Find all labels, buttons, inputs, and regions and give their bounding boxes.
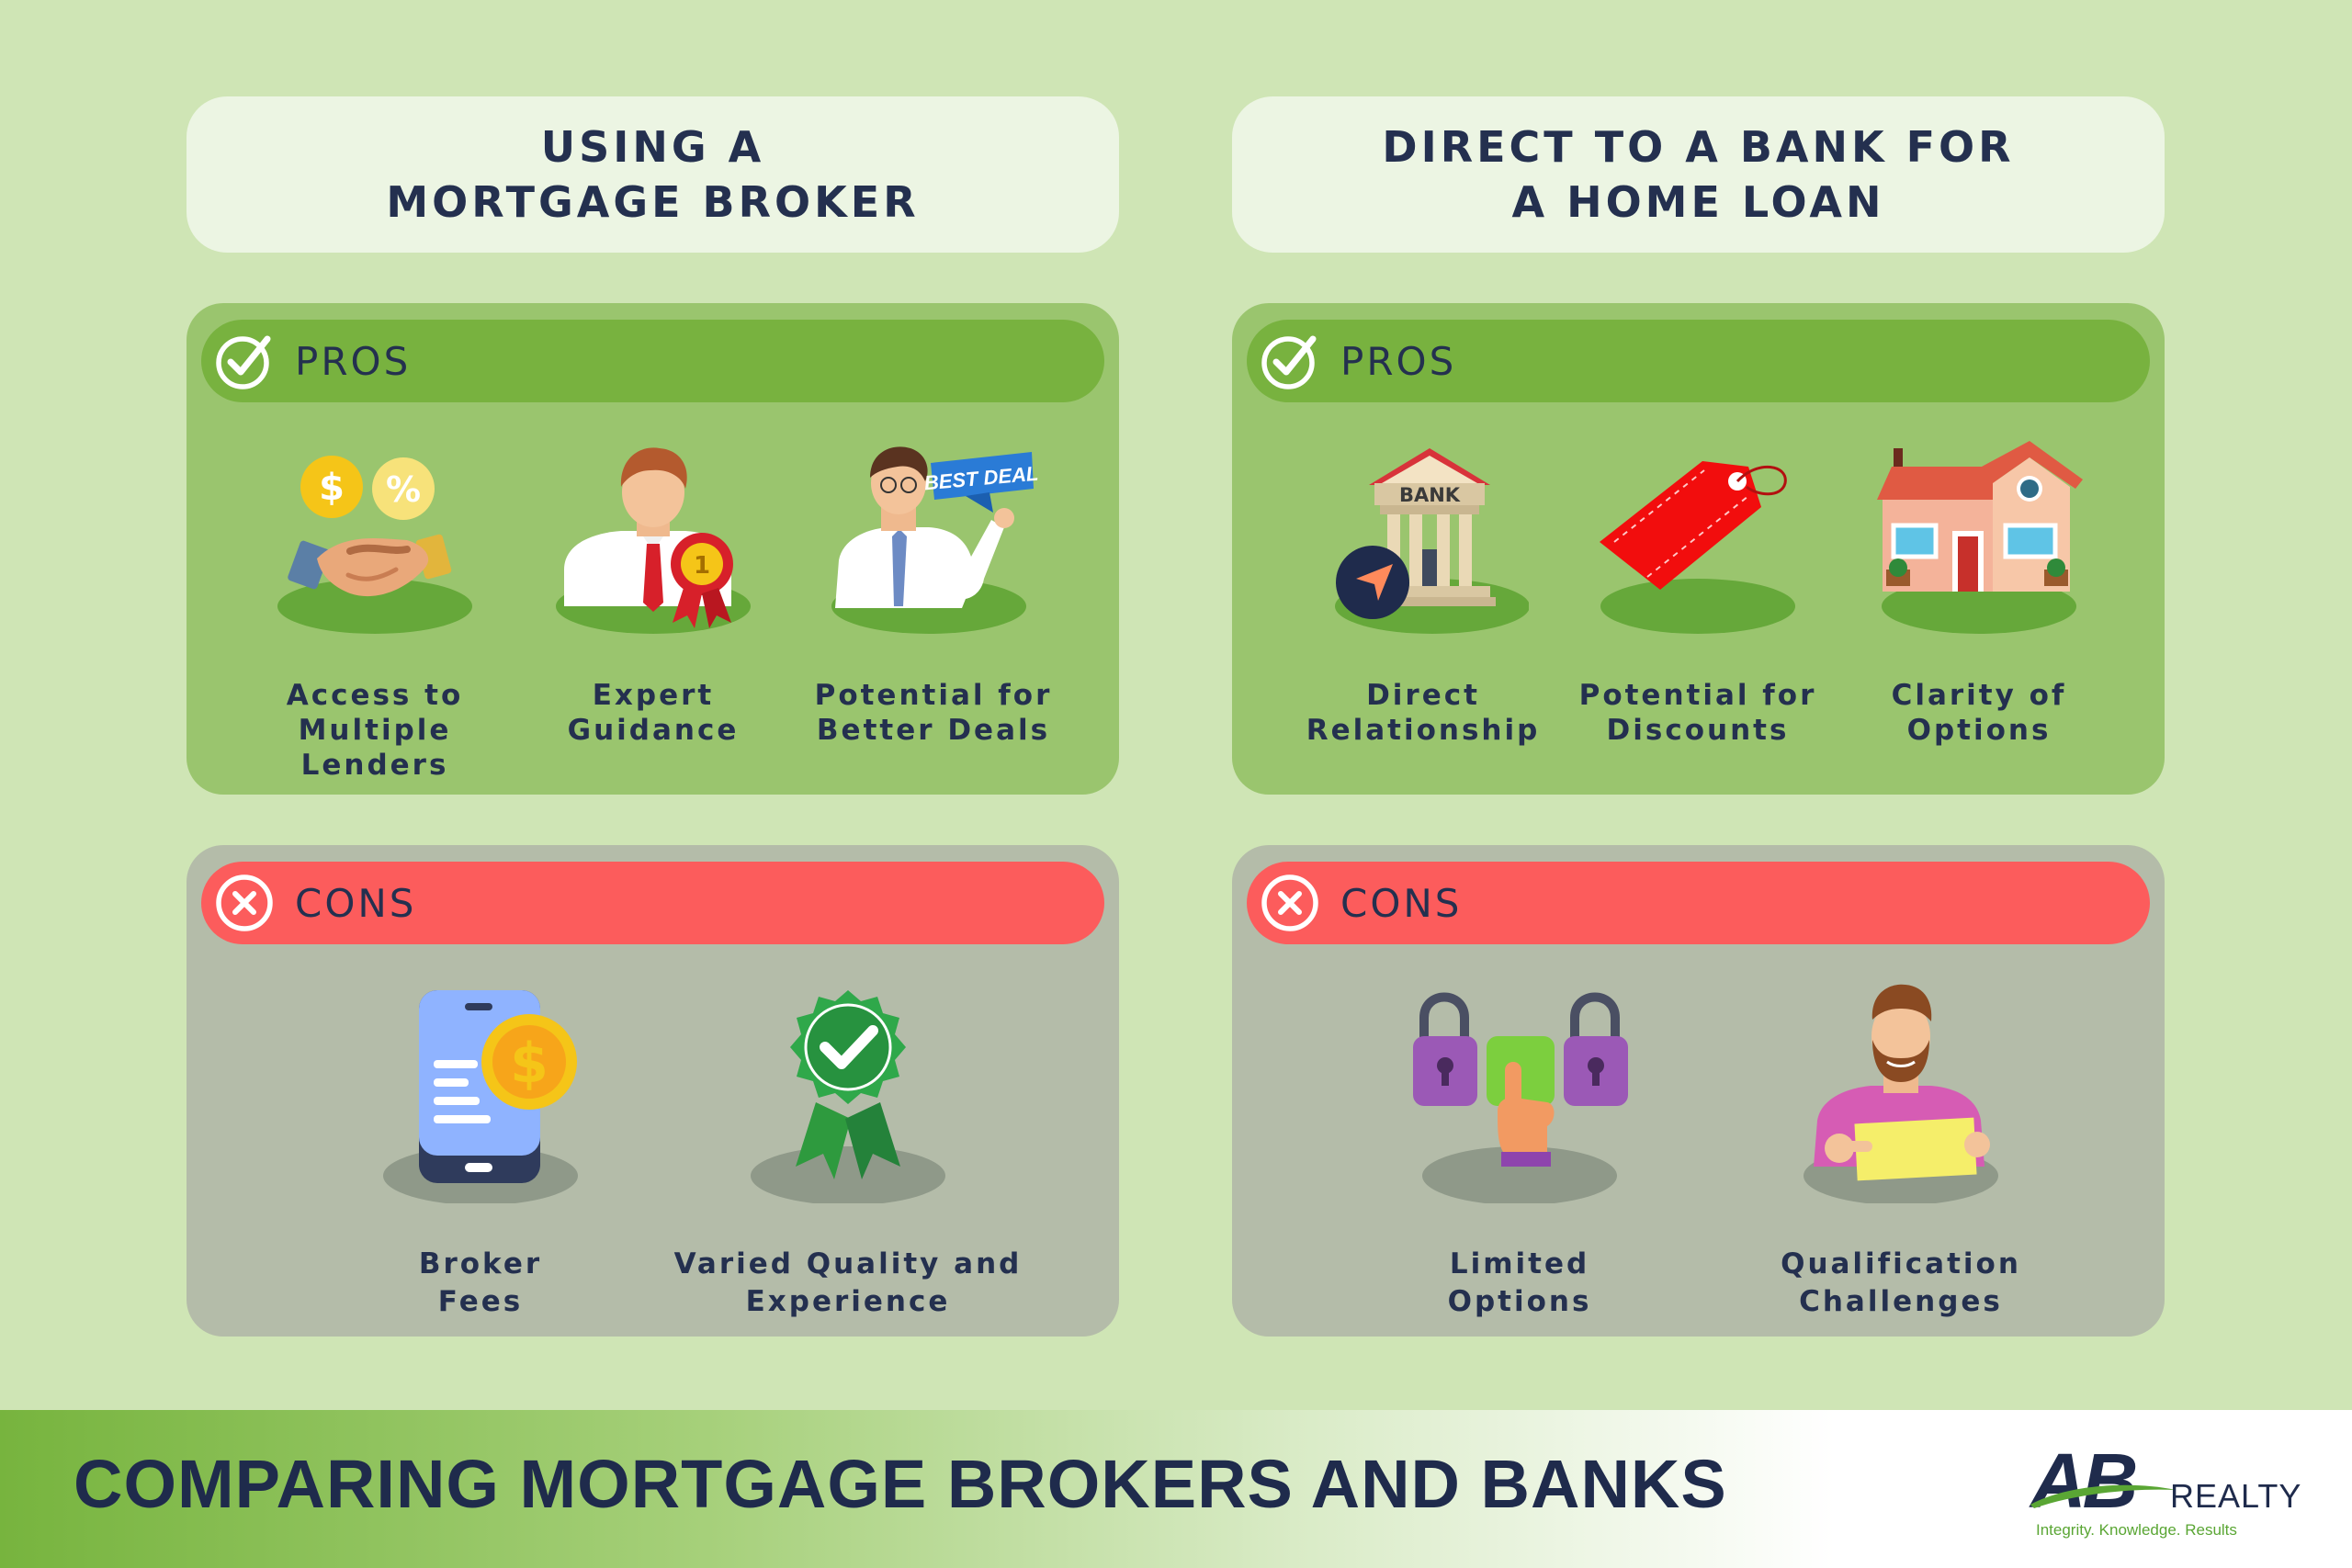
list-item: 1 Expert Guidance: [497, 441, 809, 748]
label-line-1: Limited: [1449, 1247, 1590, 1280]
label-line-1: Broker: [418, 1247, 543, 1280]
handshake-icon: $ %: [277, 456, 472, 634]
x-circle-icon: [1261, 874, 1318, 931]
logo-mark: AB: [2030, 1438, 2138, 1524]
footer-banner: COMPARING MORTGAGE BROKERS AND BANKS AB …: [0, 1410, 2352, 1568]
broker-cons-item-label: Broker Fees: [324, 1246, 637, 1321]
bank-pros-item-label: Direct Relationship: [1267, 678, 1579, 748]
house-icon: [1877, 441, 2083, 634]
bank-pros-label: PROS: [1340, 338, 1457, 384]
label-line-1: Varied Quality and: [673, 1247, 1023, 1280]
label-line-1: Potential for: [1578, 679, 1817, 712]
list-item: $ % Access to Multiple Lenders: [219, 441, 531, 783]
bank-cons-panel: CONS: [1232, 845, 2165, 1337]
bank-sign: BANK: [1399, 484, 1461, 506]
bank-building-icon: BANK: [1335, 448, 1529, 634]
list-item: $ Broker Fees: [324, 983, 637, 1321]
broker-cons-item-label: Varied Quality and Experience: [655, 1246, 1041, 1321]
broker-pros-panel: PROS $ % Access to Mu: [187, 303, 1119, 795]
logo-word: REALTY: [2170, 1477, 2302, 1515]
broker-heading-card: USING A MORTGAGE BROKER: [187, 96, 1119, 253]
list-item: Clarity of Options: [1823, 441, 2135, 748]
label-line-2: Experience: [745, 1285, 951, 1318]
best-deal-icon: BEST DEAL: [831, 446, 1039, 634]
logo-swoosh-icon: [2030, 1484, 2176, 1508]
bank-heading-line-2: A HOME LOAN: [1511, 177, 1885, 227]
broker-pros-item-label: Potential for Better Deals: [777, 678, 1090, 748]
rosette-check-icon: [751, 990, 945, 1203]
broker-cons-bar: CONS: [201, 862, 1104, 944]
label-line-2: Multiple Lenders: [298, 714, 452, 782]
bank-cons-label: CONS: [1340, 880, 1463, 926]
bank-pros-bar: PROS: [1247, 320, 2150, 402]
broker-cons-items: $ Broker Fees Varied Quality: [187, 983, 1119, 1323]
bank-cons-item-label: Qualification Challenges: [1717, 1246, 2085, 1321]
list-item: BANK Direct Relationship: [1267, 441, 1579, 748]
list-item: Varied Quality and Experience: [655, 983, 1041, 1321]
x-circle-icon: [216, 874, 273, 931]
label-line-1: Expert: [592, 679, 715, 712]
page-title: COMPARING MORTGAGE BROKERS AND BANKS: [74, 1446, 1727, 1522]
broker-pros-bar: PROS: [201, 320, 1104, 402]
check-circle-icon: [1261, 335, 1317, 389]
label-line-2: Fees: [437, 1285, 524, 1318]
check-circle-icon: [216, 335, 271, 389]
bank-cons-item-label: Limited Options: [1363, 1246, 1676, 1321]
label-line-2: Options: [1447, 1285, 1592, 1318]
man-with-sign-icon: [1804, 984, 1998, 1203]
label-line-1: Access to: [286, 679, 464, 712]
broker-heading-line-2: MORTGAGE BROKER: [386, 177, 920, 227]
broker-cons-panel: CONS $ B: [187, 845, 1119, 1337]
bank-pros-panel: PROS BANK: [1232, 303, 2165, 795]
label-line-2: Options: [1906, 714, 2052, 747]
label-line-2: Challenges: [1799, 1285, 2003, 1318]
broker-pros-items: $ % Access to Multiple Lenders: [187, 441, 1119, 783]
bank-heading-line-1: DIRECT TO A BANK FOR: [1382, 122, 2015, 172]
svg-text:%: %: [386, 469, 421, 510]
list-item: Limited Options: [1363, 983, 1676, 1321]
padlocks-icon: [1413, 992, 1628, 1203]
svg-text:1: 1: [694, 552, 710, 580]
bank-pros-item-label: Clarity of Options: [1823, 678, 2135, 748]
bank-pros-items: BANK Direct Relationship: [1232, 441, 2165, 781]
label-line-1: Potential for: [814, 679, 1053, 712]
bank-column: DIRECT TO A BANK FOR A HOME LOAN PROS BA…: [1232, 96, 2165, 1337]
logo-tagline: Integrity. Knowledge. Results: [2036, 1521, 2237, 1539]
broker-pros-item-label: Expert Guidance: [497, 678, 809, 748]
broker-column: USING A MORTGAGE BROKER PROS $ %: [187, 96, 1119, 1337]
list-item: BEST DEAL Potential for Better Deals: [777, 441, 1090, 748]
broker-heading-line-1: USING A: [540, 122, 765, 172]
label-line-2: Relationship: [1306, 714, 1541, 747]
bank-pros-item-label: Potential for Discounts: [1542, 678, 1854, 748]
phone-coin-icon: $: [383, 990, 578, 1203]
list-item: Qualification Challenges: [1717, 983, 2085, 1321]
broker-pros-label: PROS: [295, 338, 412, 384]
label-line-2: Guidance: [567, 714, 740, 747]
price-tag-icon: [1600, 461, 1795, 634]
svg-text:$: $: [319, 467, 345, 509]
list-item: Potential for Discounts: [1542, 441, 1854, 748]
ab-realty-logo: AB REALTY Integrity. Knowledge. Results: [2030, 1442, 2306, 1543]
svg-text:$: $: [510, 1032, 548, 1096]
label-line-2: Discounts: [1606, 714, 1790, 747]
label-line-1: Direct: [1366, 679, 1480, 712]
label-line-2: Better Deals: [816, 714, 1051, 747]
bank-heading-card: DIRECT TO A BANK FOR A HOME LOAN: [1232, 96, 2165, 253]
broker-pros-item-label: Access to Multiple Lenders: [219, 678, 531, 783]
bank-cons-bar: CONS: [1247, 862, 2150, 944]
label-line-1: Clarity of: [1891, 679, 2067, 712]
bank-cons-items: Limited Options: [1232, 983, 2165, 1323]
label-line-1: Qualification: [1781, 1247, 2021, 1280]
expert-award-icon: 1: [556, 447, 751, 634]
broker-cons-label: CONS: [295, 880, 417, 926]
